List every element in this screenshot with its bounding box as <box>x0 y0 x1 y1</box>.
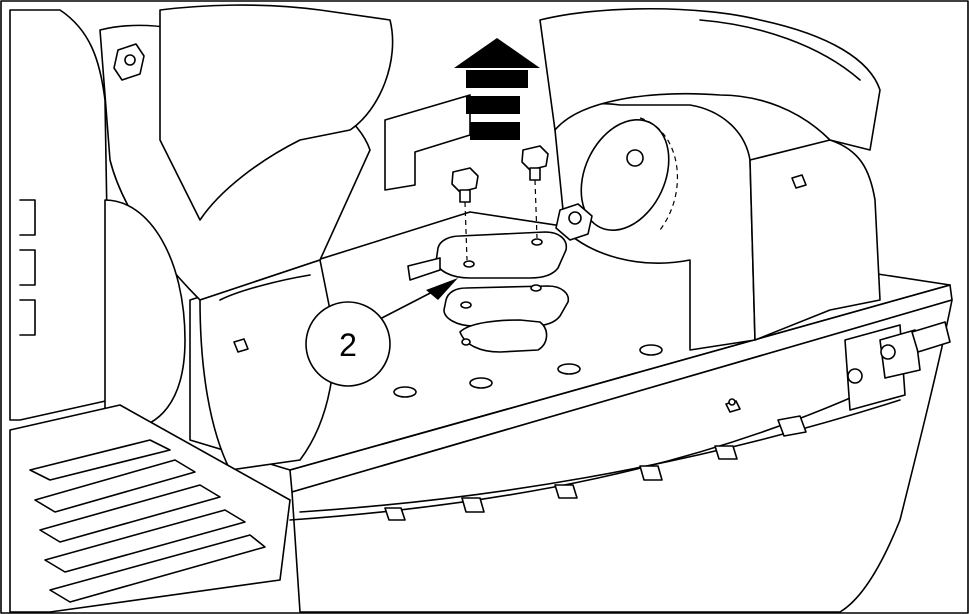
left-arm-shade <box>219 274 311 301</box>
step-grates <box>29 439 266 603</box>
cover-plate <box>435 231 568 279</box>
skirt-nuts <box>384 415 807 521</box>
grease-fitting-right <box>791 174 807 189</box>
upper-left-pipe <box>159 4 394 221</box>
mount-block-side <box>749 139 881 341</box>
grease-fitting-left <box>233 338 249 353</box>
gasket <box>443 285 570 327</box>
callout-2: 2 <box>305 301 391 387</box>
right-bracket <box>844 321 951 411</box>
fork-bracket <box>384 94 471 191</box>
bolt-left-axis <box>464 201 468 261</box>
bolt-right-axis <box>534 179 538 239</box>
deck-opening <box>459 319 548 353</box>
upper-right-pipe-edge <box>699 19 861 81</box>
up-arrow-icon <box>454 38 540 140</box>
bolt-right <box>521 145 549 181</box>
skirt-seam <box>299 399 901 513</box>
bolt-left <box>451 167 479 203</box>
grease-fitting-deck <box>725 398 741 413</box>
mount-hidden-edge <box>639 117 679 231</box>
upper-right-pipe <box>539 8 881 151</box>
left-panel-slots <box>19 199 36 336</box>
left-panel <box>9 9 111 421</box>
top-left-nut <box>113 43 145 81</box>
cover-plate-tab <box>407 257 441 281</box>
skirt-curve <box>289 379 891 521</box>
leader-arrow-icon <box>377 278 458 321</box>
callout-label: 2 <box>339 327 357 363</box>
mount-pin <box>626 149 644 167</box>
mount-bolt <box>555 203 593 241</box>
